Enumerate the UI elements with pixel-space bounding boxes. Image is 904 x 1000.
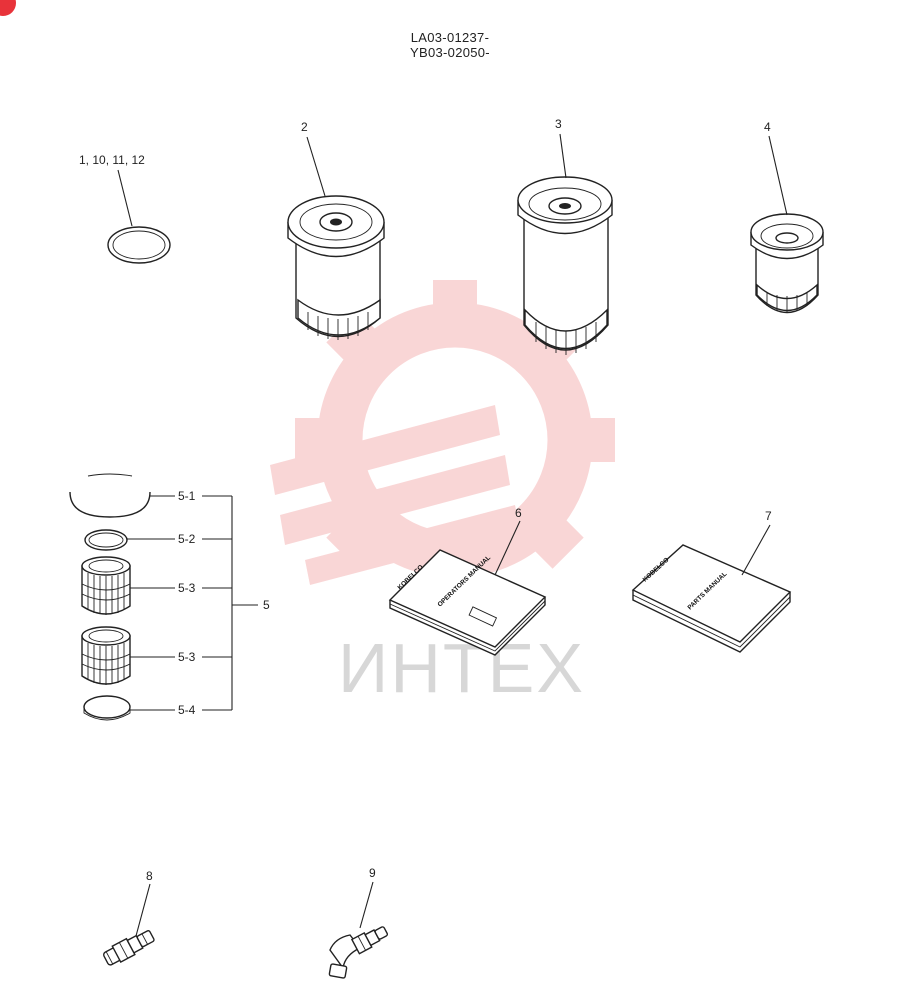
filter-3 — [517, 133, 613, 355]
o-ring-1 — [107, 169, 171, 264]
callout-4: 4 — [764, 120, 771, 134]
kit-part-5-3-element-b — [81, 626, 131, 685]
kit-part-5-2-ring — [84, 529, 128, 551]
straight-fitting-8 — [102, 930, 155, 966]
callout-5: 5 — [263, 598, 270, 612]
callout-9-leader — [359, 881, 374, 929]
callout-6: 6 — [515, 506, 522, 520]
kit-leader-lines — [127, 495, 258, 711]
callout-5-3b: 5-3 — [178, 650, 196, 664]
kit-part-5-1-ring — [69, 473, 151, 518]
callout-9: 9 — [369, 866, 376, 880]
kit-part-5-4-ring — [83, 695, 131, 721]
callout-8: 8 — [146, 869, 153, 883]
serial-number-line-2: YB03-02050- — [410, 45, 490, 60]
callout-5-3a: 5-3 — [178, 581, 196, 595]
parts-manual-book: KOBELCO PARTS MANUAL — [631, 524, 792, 653]
filter-2 — [287, 136, 385, 340]
callout-7: 7 — [765, 509, 772, 523]
kit-part-5-3-element-a — [81, 556, 131, 615]
callout-5-1: 5-1 — [178, 489, 196, 503]
filter-4 — [750, 135, 824, 314]
callout-5-4: 5-4 — [178, 703, 196, 717]
callout-5-2: 5-2 — [178, 532, 196, 546]
serial-number-line-1: LA03-01237- — [410, 30, 490, 45]
callout-8-leader — [135, 883, 151, 937]
elbow-fitting-9 — [328, 926, 389, 979]
corner-badge — [0, 0, 16, 16]
operators-manual-book: KOBELCO OPERATORS MANUAL — [388, 520, 547, 656]
callout-3: 3 — [555, 117, 562, 131]
callout-2: 2 — [301, 120, 308, 134]
watermark-text: ИНТЕХ — [338, 629, 585, 707]
callout-1-10-11-12: 1, 10, 11, 12 — [79, 153, 145, 167]
